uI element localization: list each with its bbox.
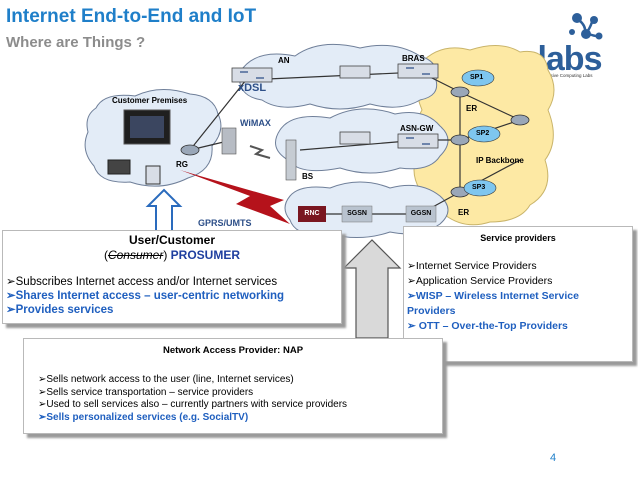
label-sp2: SP2 (476, 130, 490, 137)
list-item: ➢Used to sell services also – currently … (38, 399, 348, 410)
user-box-subtitle: (Consumer) PROSUMER (3, 248, 341, 262)
arrow-nap (342, 239, 402, 339)
list-item: ➢WISP – Wireless Internet Service Provid… (407, 290, 579, 317)
label-rg: RG (176, 160, 188, 169)
list-item: ➢Sells network access to the user (line,… (38, 374, 294, 385)
ggsn-box (405, 205, 437, 223)
label-customer-premises: Customer Premises (112, 96, 188, 105)
label-rnc: RNC (304, 210, 320, 217)
list-item: ➢Subscribes Internet access and/or Inter… (6, 276, 278, 288)
logo-mark-icon (569, 13, 603, 40)
prosumer-text: PROSUMER (170, 248, 241, 262)
sp3-node (463, 179, 497, 197)
label-asn-gw: ASN-GW (400, 124, 434, 133)
list-item: ➢Shares Internet access – user-centric n… (6, 290, 285, 302)
user-customer-box: User/Customer (Consumer) PROSUMER ➢Subsc… (2, 230, 342, 324)
label-xdsl: xDSL (238, 82, 267, 94)
rnc-box (298, 206, 326, 222)
dslam-device (221, 127, 237, 155)
label-er-bottom: ER (458, 208, 470, 217)
label-sp1: SP1 (470, 74, 484, 81)
label-bras: BRAS (402, 54, 425, 63)
label-er-top: ER (466, 104, 478, 113)
sp-box-title: Service providers (480, 233, 556, 243)
bs-tower (285, 139, 297, 181)
label-wimax: WiMAX (240, 118, 271, 128)
label-sp3: SP3 (472, 184, 486, 191)
nap-box-title: Network Access Provider: NAP (162, 345, 304, 356)
paren-close: ) (163, 248, 171, 262)
sgsn-box (341, 205, 373, 223)
router-rg (180, 144, 200, 156)
list-item: ➢Sells service transportation – service … (38, 386, 254, 398)
label-bs: BS (302, 172, 314, 181)
wireless-bolt-gprs (180, 170, 290, 224)
switch-an (231, 67, 273, 83)
list-item: ➢Application Service Providers (407, 275, 553, 287)
nap-box-list: ➢Sells network access to the user (line,… (38, 374, 347, 424)
page-number: 4 (550, 452, 557, 464)
label-gprs-umts: GPRS/UMTS (198, 218, 252, 228)
switch-asngw (397, 133, 439, 149)
router-sp2 (450, 134, 470, 146)
paren-open: ( (103, 248, 108, 262)
list-item: ➢Sells personalized services (e.g. Socia… (38, 411, 249, 423)
pda-icon (145, 165, 161, 185)
user-box-title: User/Customer (128, 233, 216, 247)
arrow-user (145, 188, 183, 233)
label-sgsn: SGSN (347, 210, 367, 217)
slide-title: Internet End-to-End and IoT (6, 6, 257, 27)
router-er (510, 114, 530, 126)
sp1-node (461, 69, 495, 87)
sp-box-list: ➢Internet Service Providers ➢Application… (407, 259, 629, 334)
switch-bras (397, 63, 439, 79)
list-item: ➢ OTT – Over-the-Top Providers (407, 320, 568, 332)
cloud-top (238, 43, 438, 110)
label-an: AN (278, 56, 290, 65)
switch-cloud-top (339, 65, 371, 79)
nap-box: Network Access Provider: NAP ➢Sells netw… (23, 338, 443, 434)
switch-cloud-mid (339, 131, 371, 145)
wireless-bolt-wimax (249, 145, 271, 159)
sp2-node (467, 125, 501, 143)
slide-subtitle: Where are Things ? (6, 34, 146, 51)
list-item: ➢Internet Service Providers (407, 260, 537, 272)
router-sp1 (450, 86, 470, 98)
consumer-text: Consumer (107, 248, 164, 262)
label-ggsn: GGSN (410, 210, 432, 217)
phone-icon (107, 159, 131, 175)
label-ip-backbone: IP Backbone (476, 156, 524, 165)
user-box-list: ➢Subscribes Internet access and/or Inter… (6, 275, 284, 317)
list-item: ➢Provides services (6, 304, 114, 316)
